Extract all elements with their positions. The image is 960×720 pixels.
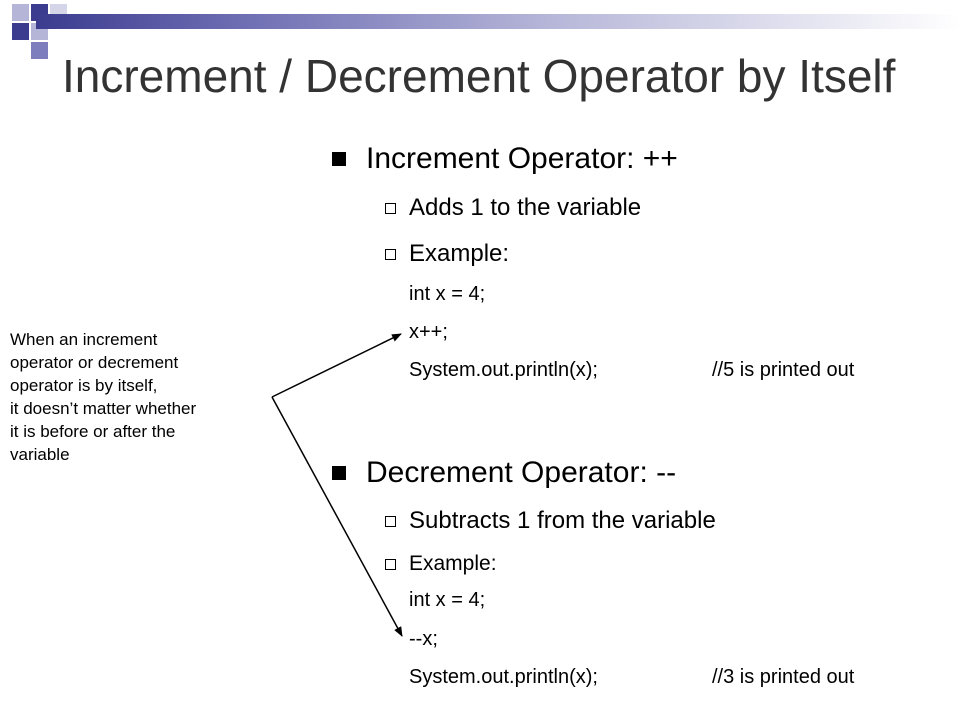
header-gradient-bar [36, 14, 960, 29]
increment-point-example: Example: [409, 240, 510, 267]
increment-heading: Increment Operator: ++ [366, 142, 678, 175]
decor-square [12, 4, 29, 21]
increment-code-line: int x = 4; [409, 283, 486, 305]
decor-square [12, 23, 29, 40]
sub-bullet-square [385, 203, 396, 214]
increment-code-line: x++; [409, 321, 448, 343]
decrement-heading: Decrement Operator: -- [366, 456, 677, 489]
decrement-output-comment: //3 is printed out [712, 666, 855, 688]
note-line: operator or decrement [10, 353, 179, 372]
decor-square [31, 42, 48, 59]
increment-output-comment: //5 is printed out [712, 359, 855, 381]
decrement-point-example: Example: [409, 552, 497, 575]
sub-bullet-square [385, 559, 396, 570]
decrement-code-line: int x = 4; [409, 589, 486, 611]
sub-bullet-square [385, 249, 396, 260]
decrement-code-line: System.out.println(x); [409, 666, 598, 688]
note-line: operator is by itself, [10, 376, 158, 395]
bullet-square [332, 152, 346, 166]
arrow-to-increment-line [271, 333, 402, 398]
bullet-square [332, 466, 346, 480]
note-line: variable [10, 445, 70, 464]
note-line: When an increment [10, 330, 158, 349]
arrow-to-decrement-line [271, 396, 403, 637]
increment-code-line: System.out.println(x); [409, 359, 598, 381]
note-line: it doesn’t matter whether [10, 399, 197, 418]
side-note: When an increment operator or decrement … [10, 328, 280, 466]
decrement-code-line: --x; [409, 628, 438, 650]
decrement-point-subtracts: Subtracts 1 from the variable [409, 507, 716, 534]
slide-title: Increment / Decrement Operator by Itself [62, 50, 896, 102]
note-line: it is before or after the [10, 422, 176, 441]
increment-point-adds: Adds 1 to the variable [409, 194, 642, 221]
sub-bullet-square [385, 516, 396, 527]
